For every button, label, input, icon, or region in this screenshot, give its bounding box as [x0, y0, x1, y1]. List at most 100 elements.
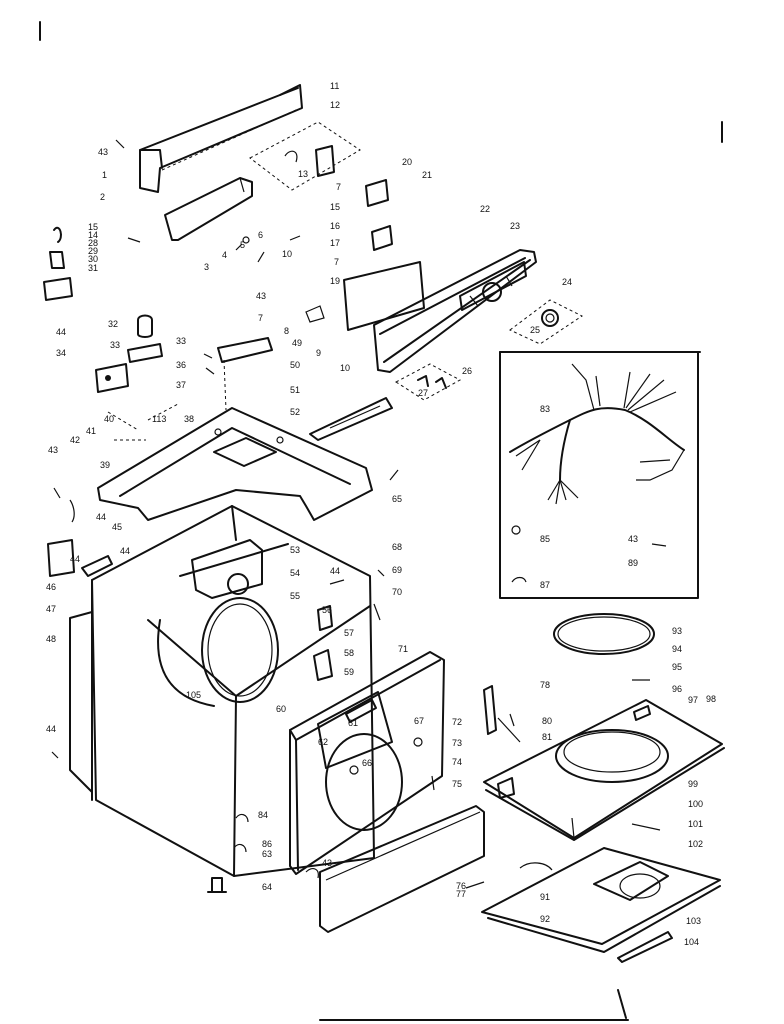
callout-label: 46 — [46, 582, 56, 592]
callout-label: 69 — [392, 565, 402, 575]
leveling-feet — [51, 751, 319, 893]
cabinet — [91, 505, 375, 877]
callout-label: 67 — [414, 716, 424, 726]
top-cover — [97, 359, 373, 521]
callout-label: 71 — [398, 644, 408, 654]
gasket-ring — [553, 613, 655, 655]
callout-label: 52 — [290, 407, 300, 417]
callout-label: 113 — [152, 414, 166, 424]
callout-label: 7 — [258, 313, 263, 323]
callout-label: 53 — [290, 545, 300, 555]
callout-label: 7 — [336, 182, 341, 192]
callout-label: 2 — [100, 192, 105, 202]
callout-label: 43 — [628, 534, 638, 544]
callout-label: 33 — [176, 336, 186, 346]
timer-bracket — [249, 121, 361, 191]
callout-label: 36 — [176, 360, 186, 370]
callout-label: 68 — [392, 542, 402, 552]
callout-label: 96 — [672, 684, 682, 694]
callout-label: 104 — [684, 937, 699, 947]
callout-label: 103 — [686, 916, 701, 926]
callout-label: 50 — [290, 360, 300, 370]
callout-label: 44 — [330, 566, 340, 576]
callout-label: 73 — [452, 738, 462, 748]
callout-label: 42 — [70, 435, 80, 445]
callout-label: 99 — [688, 779, 698, 789]
callout-label: 19 — [330, 276, 340, 286]
callout-label: 32 — [108, 319, 118, 329]
callout-label: 75 — [452, 779, 462, 789]
left-small-parts — [43, 226, 141, 301]
bracket-26 — [395, 363, 462, 401]
callout-label: 85 — [540, 534, 550, 544]
callout-label: 8 — [284, 326, 289, 336]
callout-label: 38 — [184, 414, 194, 424]
callout-label: 59 — [344, 667, 354, 677]
callout-label: 31 — [88, 263, 98, 273]
callout-label: 34 — [56, 348, 66, 358]
callout-label: 48 — [46, 634, 56, 644]
callout-label: 20 — [402, 157, 412, 167]
small-screws-top — [115, 139, 325, 323]
callout-label: 49 — [292, 338, 302, 348]
callout-label: 12 — [330, 100, 340, 110]
callout-label: 101 — [688, 819, 703, 829]
wiring-harness-inset — [499, 351, 701, 599]
callout-label: 6 — [258, 230, 263, 240]
callout-label: 56 — [322, 605, 332, 615]
bracket-45-46 — [47, 487, 113, 577]
callout-label: 15 — [330, 202, 340, 212]
callout-label: 57 — [344, 628, 354, 638]
callout-label: 41 — [86, 426, 96, 436]
callout-label: 89 — [628, 558, 638, 568]
callout-label: 83 — [540, 404, 550, 414]
callout-label: 102 — [688, 839, 703, 849]
callout-label: 27 — [418, 388, 428, 398]
callout-label: 43 — [48, 445, 58, 455]
hinge-parts — [313, 569, 385, 681]
callout-label: 70 — [392, 587, 402, 597]
console-bracket — [164, 177, 253, 241]
callout-label: 54 — [290, 568, 300, 578]
callout-label: 74 — [452, 757, 462, 767]
base-plate — [483, 699, 725, 841]
callout-label: 47 — [46, 604, 56, 614]
callout-label: 97 — [688, 695, 698, 705]
callout-label: 65 — [392, 494, 402, 504]
control-panel — [343, 249, 537, 373]
callout-label: 9 — [316, 348, 321, 358]
callout-label: 61 — [348, 718, 358, 728]
callout-label: 10 — [340, 363, 350, 373]
actuator-50 — [203, 337, 273, 375]
callout-label: 44 — [96, 512, 106, 522]
callout-label: 29 — [88, 246, 98, 256]
pointer-lines — [107, 411, 650, 889]
callout-label: 10 — [282, 249, 292, 259]
callout-label: 44 — [56, 327, 66, 337]
callout-label: 100 — [688, 799, 703, 809]
callout-label: 86 — [262, 839, 272, 849]
callout-label: 33 — [110, 340, 120, 350]
callout-label: 93 — [672, 626, 682, 636]
callout-label: 11 — [330, 81, 339, 91]
callout-label: 81 — [542, 732, 552, 742]
callout-label: 72 — [452, 717, 462, 727]
callout-label: 16 — [330, 221, 340, 231]
callout-label: 92 — [540, 914, 550, 924]
lint-filter-52 — [309, 397, 393, 441]
callout-label: 43 — [98, 147, 108, 157]
callout-label: 84 — [258, 810, 268, 820]
callout-label: 14 — [88, 230, 98, 240]
callout-label: 77 — [456, 889, 466, 899]
callout-label: 64 — [262, 882, 272, 892]
toe-panel — [319, 805, 485, 933]
callout-label: 51 — [290, 385, 300, 395]
callout-label: 15 — [88, 222, 98, 232]
knob — [509, 299, 583, 345]
callout-label: 28 — [88, 238, 98, 248]
callout-label: 3 — [204, 262, 209, 272]
callout-label: 43 — [256, 291, 266, 301]
callout-label: 63 — [262, 849, 272, 859]
callout-label: 94 — [672, 644, 682, 654]
